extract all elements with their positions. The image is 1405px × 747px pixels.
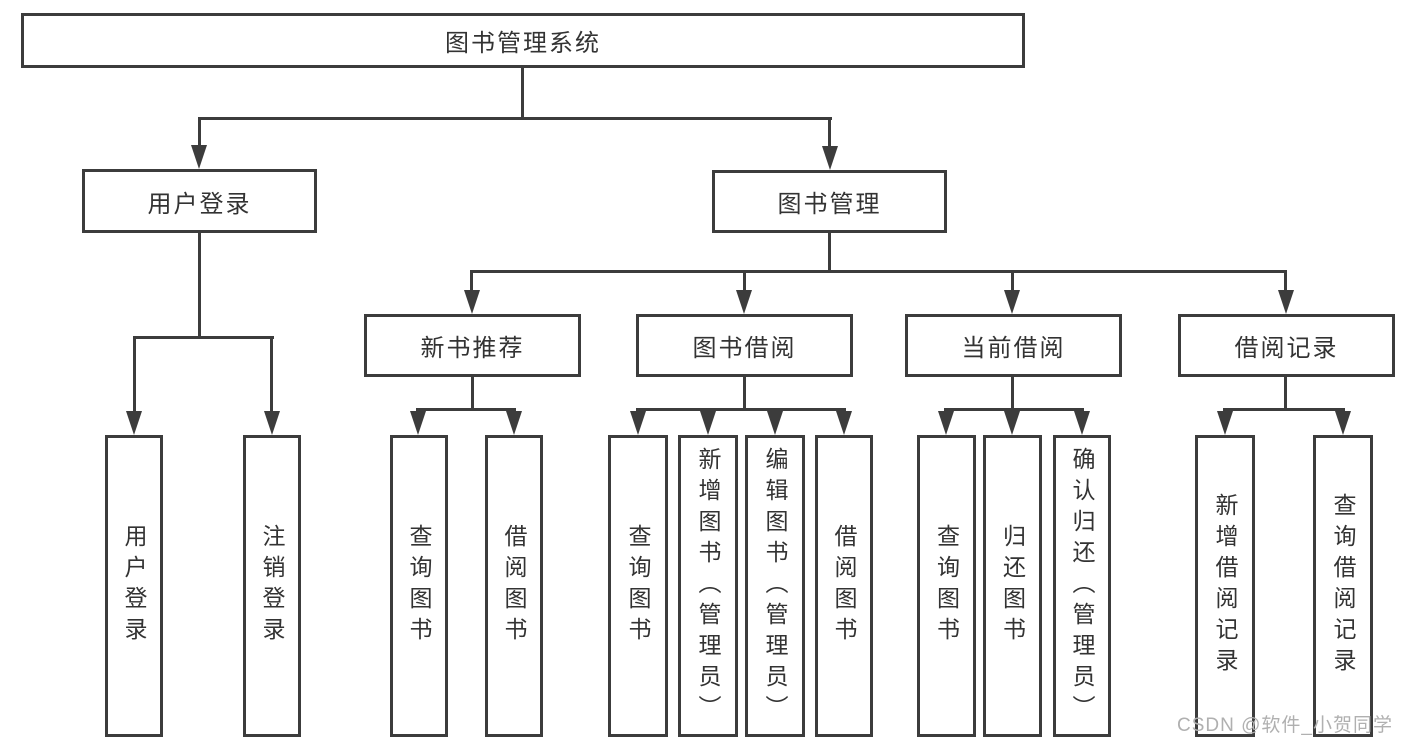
connector-line	[133, 336, 274, 339]
leaf-borrow-query-book: 查询图书	[608, 435, 668, 737]
connector-line	[743, 270, 746, 295]
connector-line	[198, 117, 832, 120]
leaf-borrow-add-book-admin: 新增图书（管理员）	[678, 435, 738, 737]
connector-line	[416, 408, 516, 411]
arrow-down-icon	[767, 411, 783, 435]
arrow-down-icon	[264, 411, 280, 435]
arrow-down-icon	[191, 145, 207, 169]
connector-line	[944, 408, 1084, 411]
arrow-down-icon	[1217, 411, 1233, 435]
connector-line	[198, 117, 201, 151]
arrow-down-icon	[464, 290, 480, 314]
leaf-logout: 注销登录	[243, 435, 301, 737]
connector-line	[521, 68, 524, 120]
connector-line	[1284, 377, 1287, 411]
connector-line	[470, 270, 1287, 273]
arrow-down-icon	[736, 290, 752, 314]
connector-line	[1011, 270, 1014, 295]
node-borrow-records: 借阅记录	[1178, 314, 1395, 377]
node-new-book-recommend: 新书推荐	[364, 314, 581, 377]
node-book-borrow: 图书借阅	[636, 314, 853, 377]
connector-line	[270, 336, 273, 415]
leaf-current-query-book: 查询图书	[917, 435, 976, 737]
arrow-down-icon	[1278, 290, 1294, 314]
leaf-recommend-borrow-book: 借阅图书	[485, 435, 543, 737]
arrow-down-icon	[126, 411, 142, 435]
arrow-down-icon	[1004, 290, 1020, 314]
node-book-management: 图书管理	[712, 170, 947, 233]
arrow-down-icon	[822, 146, 838, 170]
connector-line	[743, 377, 746, 411]
connector-line	[828, 117, 831, 153]
connector-line	[470, 270, 473, 295]
arrow-down-icon	[836, 411, 852, 435]
leaf-records-query-record: 查询借阅记录	[1313, 435, 1373, 737]
arrow-down-icon	[700, 411, 716, 435]
arrow-down-icon	[1335, 411, 1351, 435]
leaf-current-return-book: 归还图书	[983, 435, 1042, 737]
arrow-down-icon	[506, 411, 522, 435]
connector-line	[1011, 377, 1014, 411]
node-user-login: 用户登录	[82, 169, 317, 233]
connector-line	[471, 377, 474, 411]
connector-line	[1223, 408, 1345, 411]
connector-line	[636, 408, 846, 411]
arrow-down-icon	[410, 411, 426, 435]
leaf-recommend-query-book: 查询图书	[390, 435, 448, 737]
node-current-borrow: 当前借阅	[905, 314, 1122, 377]
arrow-down-icon	[630, 411, 646, 435]
arrow-down-icon	[938, 411, 954, 435]
connector-line	[133, 336, 136, 415]
leaf-borrow-borrow-book: 借阅图书	[815, 435, 873, 737]
leaf-borrow-edit-book-admin: 编辑图书（管理员）	[745, 435, 805, 737]
connector-line	[1284, 270, 1287, 295]
arrow-down-icon	[1004, 411, 1020, 435]
arrow-down-icon	[1074, 411, 1090, 435]
csdn-watermark: CSDN @软件_小贺同学	[1177, 715, 1393, 736]
leaf-current-confirm-return-admin: 确认归还（管理员）	[1053, 435, 1111, 737]
connector-line	[828, 233, 831, 273]
leaf-records-add-record: 新增借阅记录	[1195, 435, 1255, 737]
node-system-root: 图书管理系统	[21, 13, 1025, 68]
connector-line	[198, 233, 201, 339]
leaf-user-login: 用户登录	[105, 435, 163, 737]
